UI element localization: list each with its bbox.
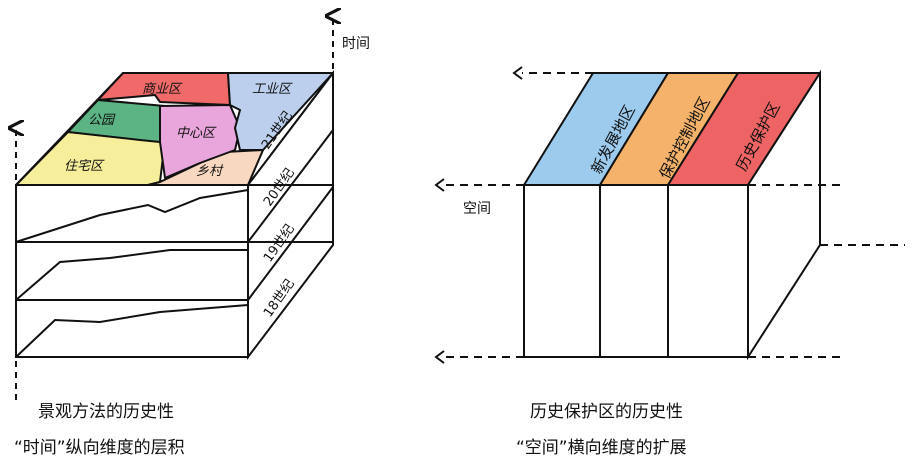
left-caption-line1: 景观方法的历史性: [38, 402, 174, 422]
zone-industrial: [227, 72, 334, 151]
right-caption-line1: 历史保护区的历史性: [530, 402, 683, 422]
zone-center: [159, 104, 241, 179]
zone-label-industrial: 工业区: [252, 82, 293, 97]
time-axis-label: 时间: [342, 36, 370, 52]
zone-label-center: 中心区: [176, 126, 217, 141]
space-box: [523, 69, 821, 361]
space-arrowheads: [434, 66, 523, 364]
right-caption-line2: “空间”横向维度的扩展: [516, 438, 687, 458]
space-axes: [440, 72, 905, 358]
zone-label-village: 乡村: [196, 164, 224, 179]
left-caption-line2: “时间”纵向维度的层积: [14, 438, 185, 458]
time-layer-diagram: 商业区 工业区 公园 中心区 住宅区 乡村 21世纪 20世纪 19: [14, 16, 370, 458]
layer-stack: [15, 70, 334, 360]
zone-label-park: 公园: [88, 113, 116, 128]
zone-label-commercial: 商业区: [142, 82, 183, 97]
top-stripes: [523, 72, 821, 186]
space-extension-diagram: 新发展地区 保护控制地区 历史保护区 空间 历史保护区的历史性 “空间”横向: [434, 66, 905, 458]
zone-label-residential: 住宅区: [64, 158, 105, 174]
top-map: [15, 72, 334, 186]
space-axis-label: 空间: [463, 201, 491, 217]
